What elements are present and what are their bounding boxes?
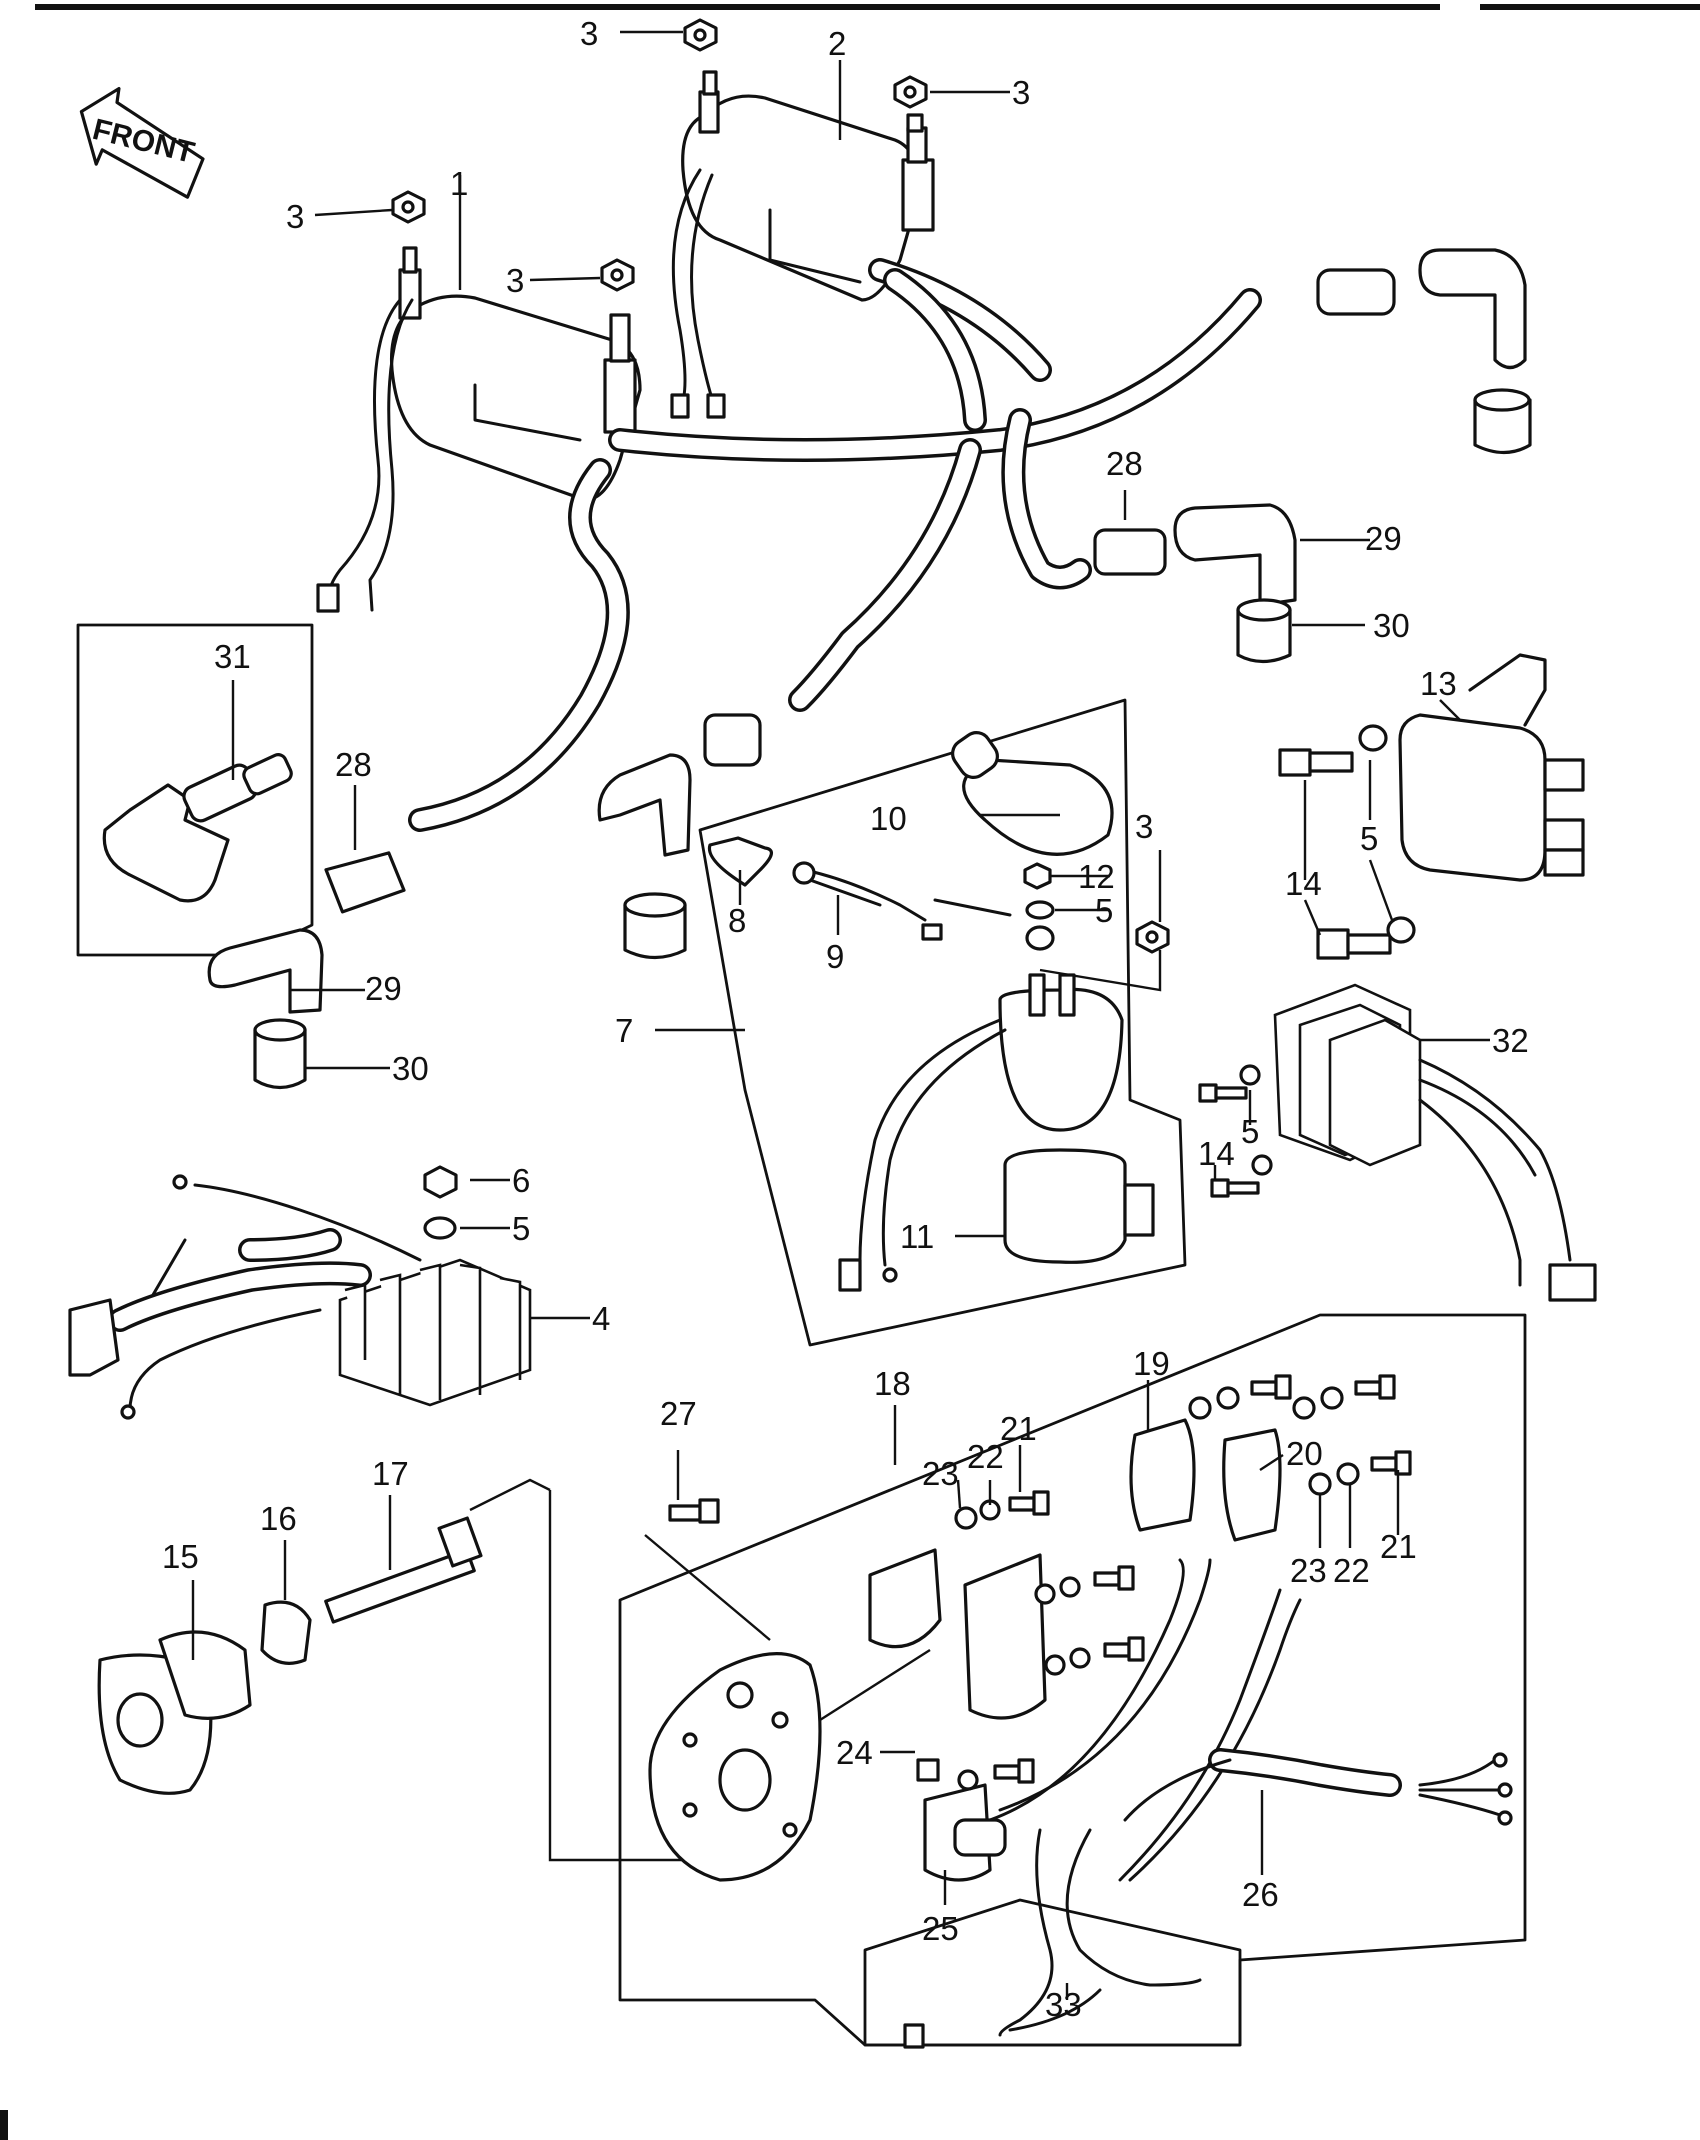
high-tension-leads [408, 258, 1262, 832]
callout-17: 17 [372, 1455, 409, 1492]
callout-29: 29 [365, 970, 402, 1007]
callout-31: 31 [214, 638, 251, 675]
callout-3: 3 [1012, 74, 1030, 111]
callout-5: 5 [1360, 820, 1378, 857]
small-hardware [668, 1374, 1412, 1791]
callout-5: 5 [512, 1210, 530, 1247]
advancer-shaft-15 [97, 1630, 252, 1795]
plug-cap-center [597, 713, 762, 960]
leader-lines [191, 30, 1490, 2000]
plug-cap-29-left [207, 851, 406, 1090]
ignition-coil-1 [389, 246, 642, 502]
callout-11: 11 [900, 1218, 934, 1255]
pickup-harness [903, 1558, 1513, 2049]
callout-13: 13 [1420, 665, 1457, 702]
callout-12: 12 [1078, 858, 1115, 895]
callout-7: 7 [615, 1012, 633, 1049]
bolts-washers-right [1198, 724, 1416, 1198]
callout-16: 16 [260, 1500, 297, 1537]
callout-14: 14 [1198, 1135, 1235, 1172]
callout-6: 6 [512, 1162, 530, 1199]
callout-15: 15 [162, 1538, 199, 1575]
callout-23: 23 [1290, 1552, 1327, 1589]
plug-cap-29-right [1093, 503, 1297, 664]
callout-4: 4 [592, 1300, 610, 1337]
callout-22: 22 [967, 1438, 1004, 1475]
nut-3 [391, 18, 1170, 954]
callout-28: 28 [1106, 445, 1143, 482]
callout-23: 23 [922, 1455, 959, 1492]
page-border [0, 4, 1700, 2140]
callout-9: 9 [826, 938, 844, 975]
detail-box-7 [698, 698, 1187, 1347]
plug-cap-upper-right [1316, 248, 1532, 455]
timing-shaft-17 [324, 1516, 483, 1624]
callout-24: 24 [836, 1734, 873, 1771]
callout-3: 3 [1135, 808, 1153, 845]
callout-18: 18 [874, 1365, 911, 1402]
bushing-16 [260, 1600, 312, 1665]
front-arrow-icon: FRONT [79, 86, 205, 199]
callout-8: 8 [728, 902, 746, 939]
callout-3: 3 [506, 262, 524, 299]
callout-32: 32 [1492, 1022, 1529, 1059]
callout-5: 5 [1241, 1113, 1259, 1150]
callout-1: 1 [450, 165, 468, 202]
callout-30: 30 [392, 1050, 429, 1087]
regulator-rectifier-4 [68, 1165, 532, 1420]
detail-box-31 [76, 623, 314, 957]
callout-3: 3 [580, 15, 598, 52]
callout-19: 19 [1133, 1345, 1170, 1382]
callout-10: 10 [870, 800, 907, 837]
callouts: 3 2 3 1 3 3 28 29 30 31 28 29 30 3 13 10… [162, 15, 1529, 2023]
callout-14: 14 [1285, 865, 1322, 902]
callout-2: 2 [828, 25, 846, 62]
callout-25: 25 [922, 1910, 959, 1947]
callout-20: 20 [1286, 1435, 1323, 1472]
coil-primary-wires [316, 168, 726, 613]
callout-26: 26 [1242, 1876, 1279, 1913]
callout-5: 5 [1095, 892, 1113, 929]
callout-3: 3 [286, 198, 304, 235]
callout-21: 21 [1380, 1528, 1417, 1565]
detail-box-18 [618, 1313, 1527, 2047]
callout-33: 33 [1045, 1986, 1082, 2023]
callout-28: 28 [335, 746, 372, 783]
callout-22: 22 [1333, 1552, 1370, 1589]
callout-29: 29 [1365, 520, 1402, 557]
callout-21: 21 [1000, 1410, 1037, 1447]
ignition-coil-2 [681, 70, 935, 302]
callout-30: 30 [1373, 607, 1410, 644]
callout-27: 27 [660, 1395, 697, 1432]
rectifier-32 [1273, 983, 1597, 1302]
regulator-13 [1398, 653, 1585, 882]
